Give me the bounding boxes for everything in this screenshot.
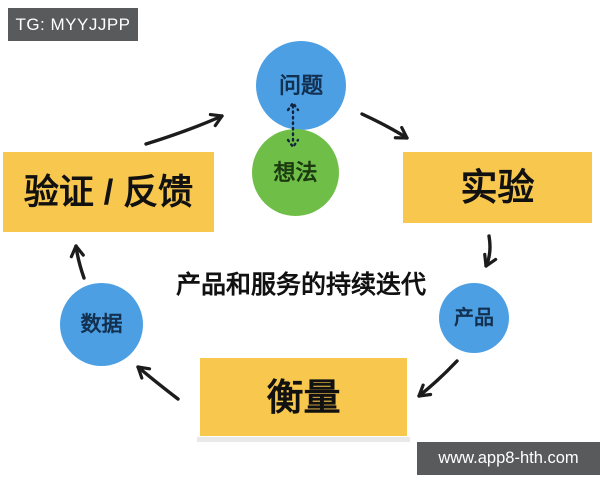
- node-product: 产品: [439, 283, 509, 353]
- node-idea-label: 想法: [273, 159, 318, 185]
- telegram-watermark-badge: TG: MYYJJPP: [8, 8, 138, 41]
- node-experiment: 实验: [403, 152, 592, 223]
- arrow-product-to-measure: [417, 359, 459, 398]
- node-data: 数据: [60, 283, 143, 366]
- arrow-problem-to-experiment: [360, 112, 409, 140]
- arrow-measure-to-data: [136, 365, 180, 401]
- node-experiment-label: 实验: [460, 167, 535, 208]
- measure-box-shadow: [197, 437, 410, 442]
- node-problem-label: 问题: [278, 72, 323, 98]
- node-measure: 衡量: [200, 358, 407, 436]
- arrow-experiment-to-product: [483, 234, 498, 268]
- node-idea: 想法: [252, 129, 339, 216]
- node-product-label: 产品: [454, 307, 494, 329]
- node-problem: 问题: [256, 41, 346, 130]
- diagram-title: 产品和服务的持续迭代: [175, 271, 426, 299]
- node-verify-feedback-label: 验证 / 反馈: [23, 172, 194, 212]
- arrow-verify-to-problem: [144, 112, 224, 146]
- arrow-data-to-verify: [69, 244, 86, 280]
- node-verify-feedback: 验证 / 反馈: [3, 152, 214, 232]
- website-watermark-badge: www.app8-hth.com: [417, 442, 600, 475]
- node-data-label: 数据: [80, 313, 123, 336]
- node-measure-label: 衡量: [266, 376, 341, 418]
